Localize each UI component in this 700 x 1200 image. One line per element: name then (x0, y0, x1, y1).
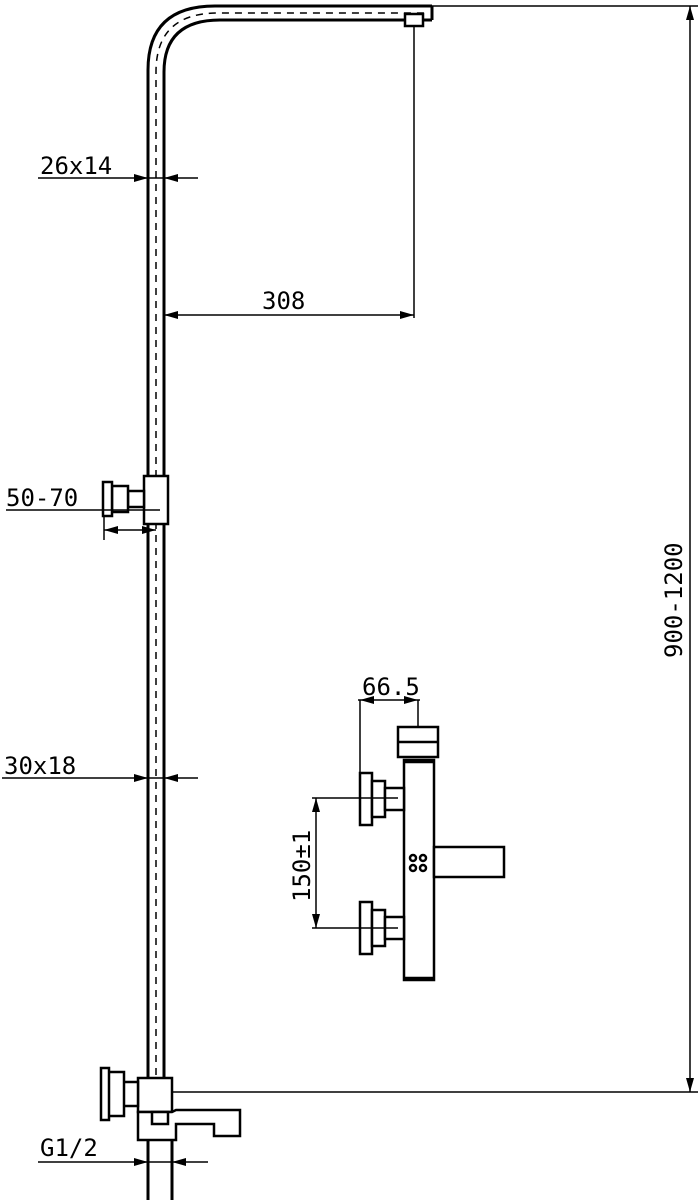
inlet-pipe (146, 1140, 174, 1200)
dimension-riser-section: 30x18 (2, 752, 198, 782)
dimension-valve-depth: 66.5 (358, 673, 420, 773)
slider-bracket (101, 474, 170, 526)
dimension-label-arm-reach: 308 (262, 287, 305, 315)
dimension-thread-size: G1/2 (38, 1134, 208, 1166)
dimension-slider-offset: 50-70 (6, 484, 160, 540)
dimension-arm-reach: 308 (164, 26, 415, 319)
dimension-label-inlet-spacing: 150±1 (288, 830, 316, 902)
dimension-inlet-spacing: 150±1 (288, 797, 398, 929)
dimension-label-slider-offset: 50-70 (6, 484, 78, 512)
bottom-diverter (99, 1066, 174, 1122)
dimension-label-head-tube: 26x14 (40, 152, 112, 180)
mixer-valve (396, 725, 506, 982)
shower-head-connector (403, 12, 425, 28)
dimension-head-tube: 26x14 (38, 152, 198, 182)
bath-spout (136, 1108, 242, 1142)
dimension-label-total-height: 900-1200 (660, 542, 688, 658)
dimension-label-valve-depth: 66.5 (362, 673, 420, 701)
dimension-label-riser-section: 30x18 (4, 752, 76, 780)
dimension-total-height: 900-1200 (172, 5, 698, 1093)
dimension-label-thread-size: G1/2 (40, 1134, 98, 1162)
upper-inlet-eccentric (358, 771, 406, 827)
riser-pipe (146, 4, 434, 1080)
